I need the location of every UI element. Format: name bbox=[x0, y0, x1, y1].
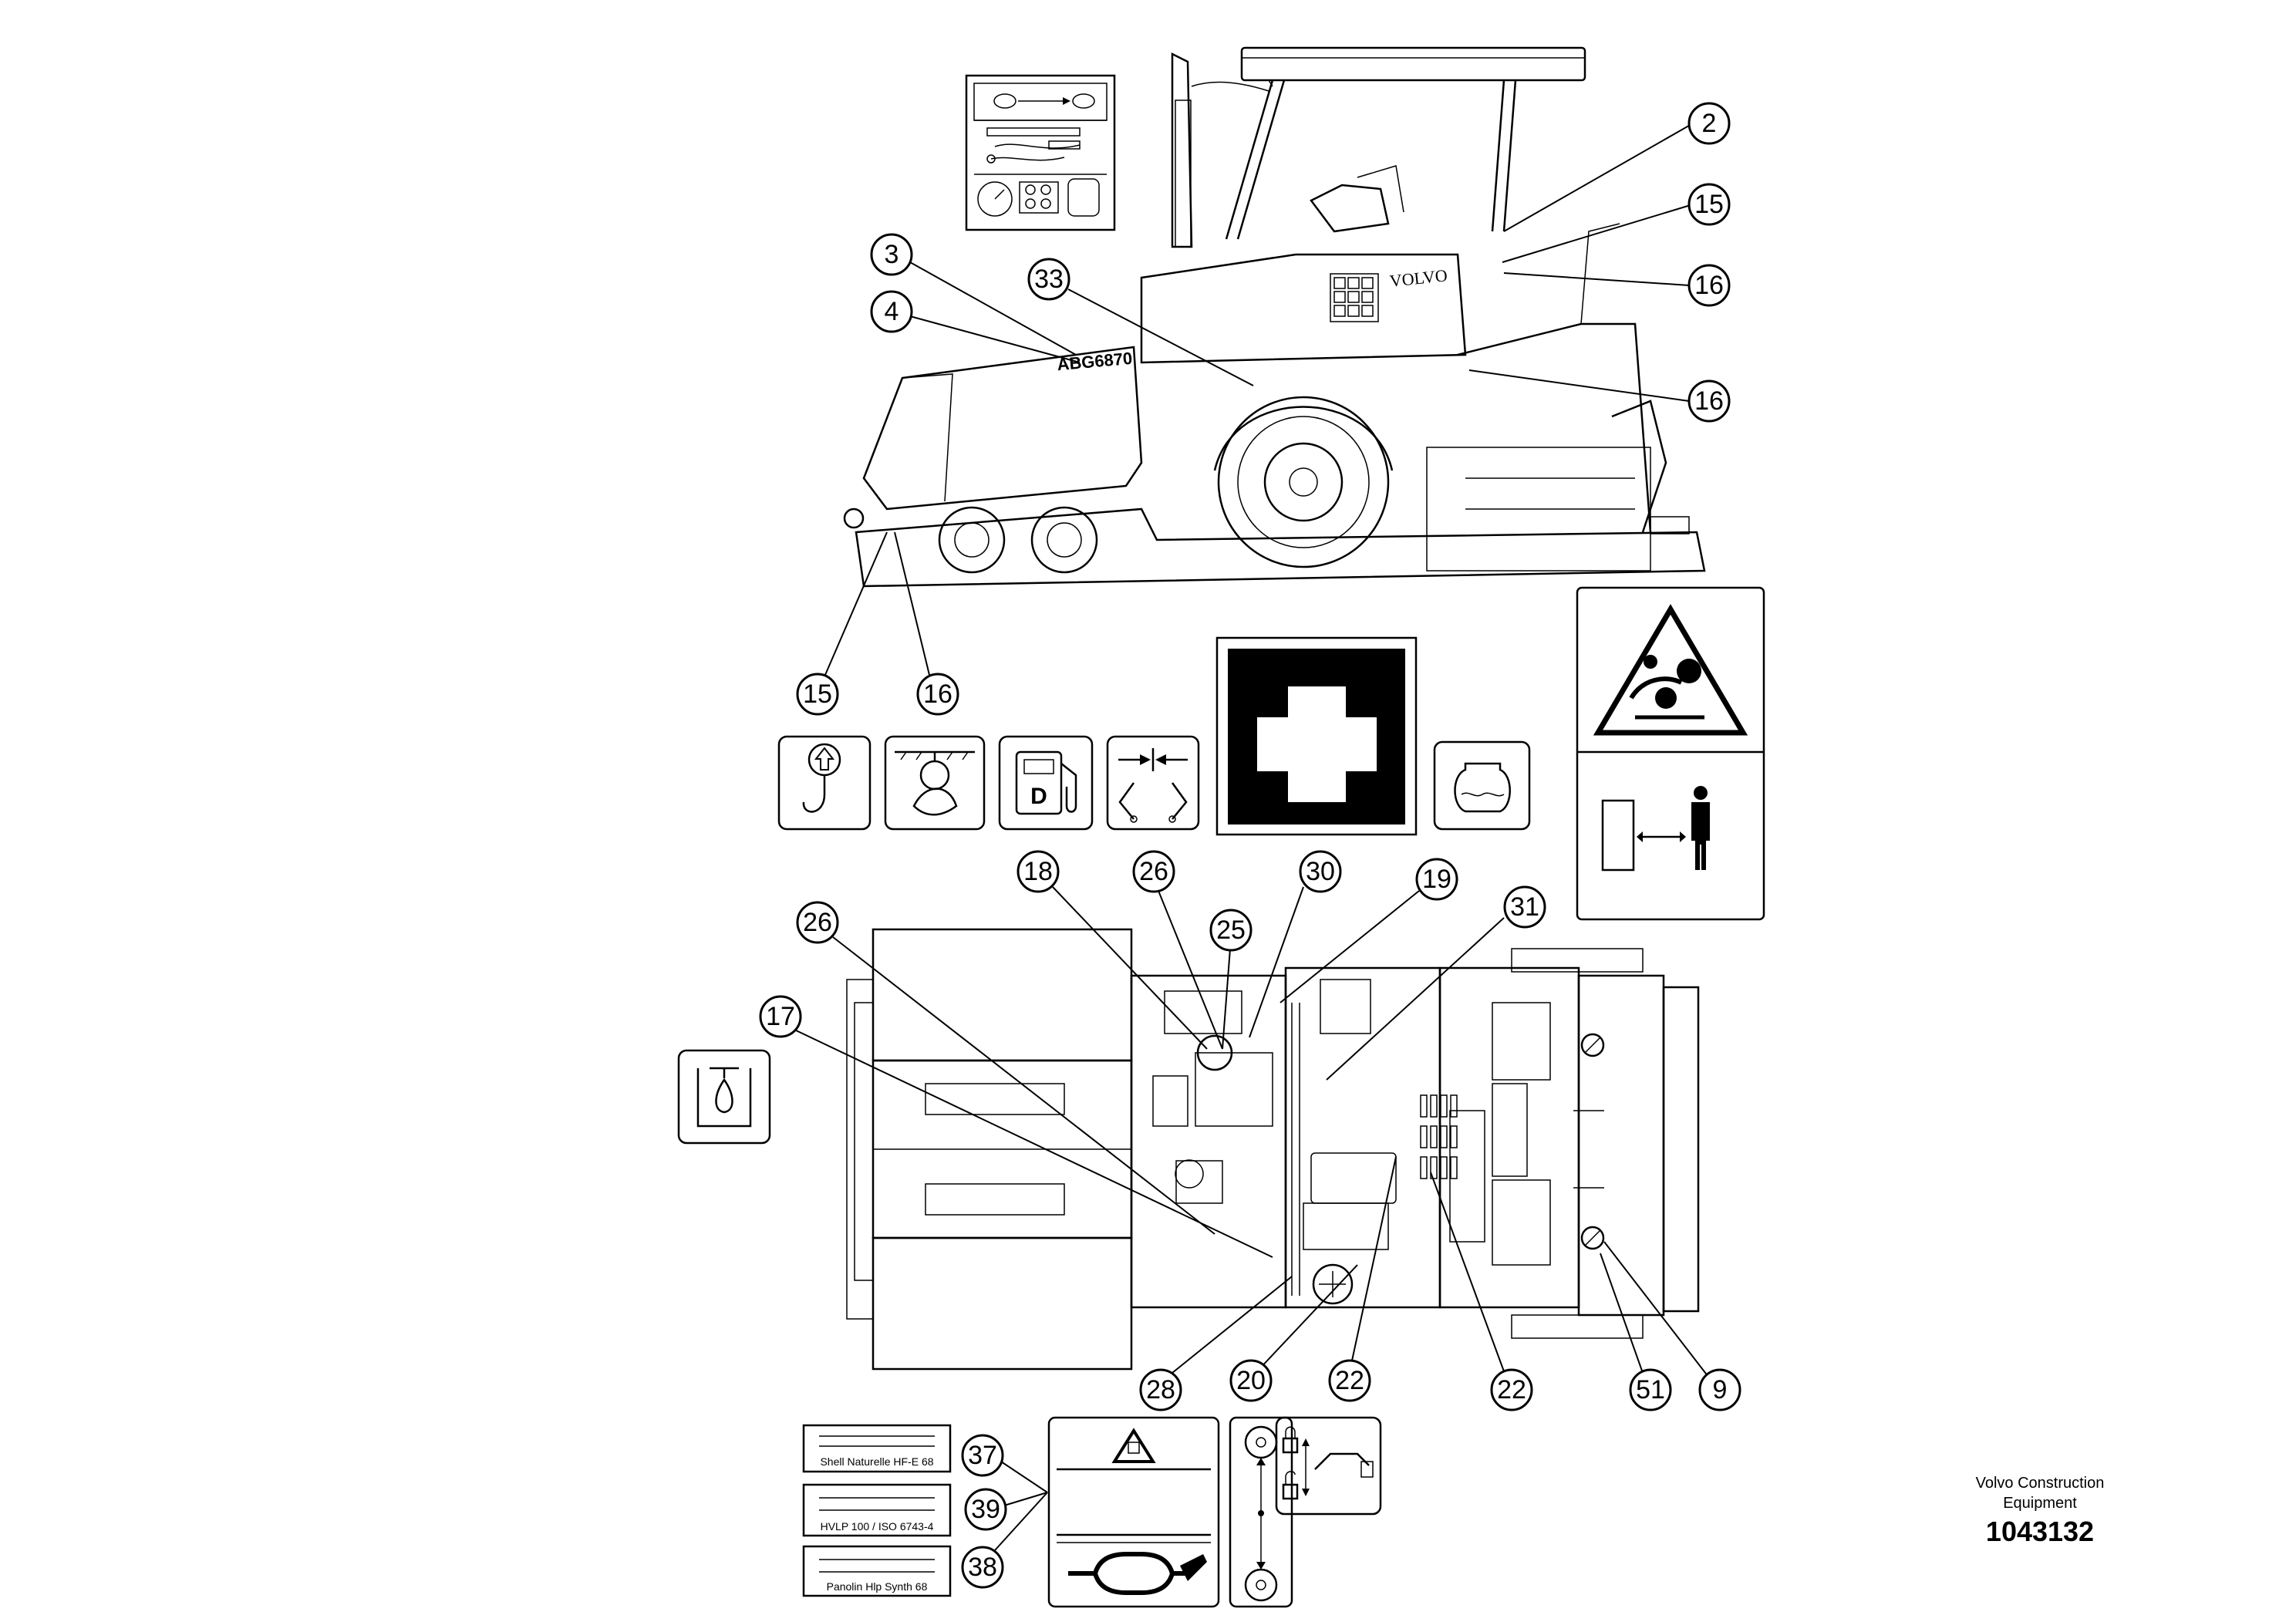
callout-22: 22 bbox=[1328, 1359, 1371, 1402]
callout-30: 30 bbox=[1299, 850, 1342, 893]
exhaust-warning-decal bbox=[1047, 1416, 1220, 1608]
callout-9: 9 bbox=[1698, 1368, 1741, 1411]
svg-text:37: 37 bbox=[968, 1441, 997, 1470]
svg-text:15: 15 bbox=[803, 679, 832, 709]
svg-text:28: 28 bbox=[1146, 1375, 1175, 1404]
company-line-1: Volvo Construction bbox=[1975, 1475, 2105, 1492]
fuel-type-letter: D bbox=[1030, 784, 1047, 809]
callout-22: 22 bbox=[1490, 1368, 1533, 1411]
padlock-closed-icon bbox=[1282, 1426, 1299, 1454]
adjustment-point-icon bbox=[1106, 735, 1200, 831]
model-label: ABG6870 bbox=[1057, 349, 1134, 374]
side-view-callouts: 2 15 16 16 3 4 33 15 16 bbox=[796, 102, 1731, 716]
hydraulic-hose-decal bbox=[965, 74, 1116, 231]
callout-16: 16 bbox=[1687, 379, 1731, 423]
paver-side-view: VOLVO ABG6870 bbox=[843, 46, 1706, 588]
svg-text:26: 26 bbox=[803, 908, 832, 937]
svg-text:31: 31 bbox=[1510, 892, 1539, 922]
svg-text:22: 22 bbox=[1335, 1366, 1364, 1395]
callout-20: 20 bbox=[1229, 1359, 1273, 1402]
callout-19: 19 bbox=[1415, 858, 1458, 901]
padlock-open-icon bbox=[1282, 1471, 1299, 1500]
svg-text:4: 4 bbox=[885, 297, 899, 326]
callout-28: 28 bbox=[1139, 1368, 1182, 1411]
bottom-callouts: 37 39 38 bbox=[961, 1434, 1048, 1589]
first-aid-kit-icon bbox=[1215, 636, 1418, 836]
callout-39: 39 bbox=[964, 1488, 1007, 1531]
svg-text:18: 18 bbox=[1023, 857, 1053, 886]
callout-25: 25 bbox=[1209, 909, 1253, 952]
crush-hazard-warning-decal bbox=[1576, 586, 1765, 921]
svg-text:15: 15 bbox=[1694, 190, 1724, 219]
company-name: Volvo Construction Equipment bbox=[1913, 1473, 2167, 1513]
callout-38: 38 bbox=[961, 1546, 1004, 1589]
oil-label-hvlp: HVLP 100 / ISO 6743-4 bbox=[802, 1483, 952, 1537]
callout-3: 3 bbox=[870, 233, 913, 276]
tie-down-point-icon bbox=[884, 735, 986, 831]
svg-text:3: 3 bbox=[885, 240, 899, 269]
svg-text:39: 39 bbox=[971, 1495, 1000, 1524]
paver-top-view bbox=[846, 928, 1700, 1371]
callout-16: 16 bbox=[916, 673, 959, 716]
callout-15: 15 bbox=[796, 673, 839, 716]
drawing-number: 1043132 bbox=[1985, 1516, 2095, 1547]
callout-17: 17 bbox=[759, 995, 802, 1038]
keep-distance-icon bbox=[1601, 786, 1710, 872]
diesel-fuel-icon: D bbox=[998, 735, 1094, 831]
svg-text:51: 51 bbox=[1636, 1375, 1665, 1404]
callout-16: 16 bbox=[1687, 264, 1731, 307]
engine-vents bbox=[1420, 1094, 1458, 1179]
callout-33: 33 bbox=[1027, 258, 1070, 301]
callout-31: 31 bbox=[1503, 885, 1546, 929]
svg-text:26: 26 bbox=[1139, 857, 1168, 886]
oil-label-shell: Shell Naturelle HF-E 68 bbox=[802, 1424, 952, 1473]
callout-37: 37 bbox=[961, 1434, 1004, 1477]
warning-triangle-icon bbox=[1593, 604, 1748, 736]
callout-2: 2 bbox=[1687, 102, 1731, 145]
svg-text:20: 20 bbox=[1236, 1366, 1266, 1395]
svg-text:38: 38 bbox=[968, 1553, 997, 1582]
callout-18: 18 bbox=[1017, 850, 1060, 893]
svg-text:22: 22 bbox=[1497, 1375, 1526, 1404]
callout-51: 51 bbox=[1629, 1368, 1672, 1411]
svg-text:33: 33 bbox=[1034, 265, 1064, 294]
callout-15: 15 bbox=[1687, 183, 1731, 226]
volvo-brand-text: VOLVO bbox=[1389, 265, 1448, 291]
svg-text:16: 16 bbox=[1694, 271, 1724, 300]
company-line-2: Equipment bbox=[2003, 1495, 2077, 1512]
oil-label-panolin: Panolin Hlp Synth 68 bbox=[802, 1545, 952, 1597]
callout-26: 26 bbox=[796, 901, 839, 944]
svg-text:19: 19 bbox=[1422, 865, 1451, 894]
top-view-callouts: 18 26 30 19 31 26 25 17 28 20 22 22 51 9 bbox=[759, 850, 1741, 1411]
callout-26: 26 bbox=[1132, 850, 1175, 893]
svg-text:2: 2 bbox=[1702, 109, 1717, 138]
svg-text:30: 30 bbox=[1306, 857, 1335, 886]
svg-text:17: 17 bbox=[766, 1002, 795, 1031]
lifting-point-icon bbox=[777, 735, 872, 831]
svg-text:Panolin Hlp Synth 68: Panolin Hlp Synth 68 bbox=[827, 1580, 928, 1593]
svg-text:9: 9 bbox=[1713, 1375, 1728, 1404]
callout-4: 4 bbox=[870, 290, 913, 333]
svg-text:16: 16 bbox=[1694, 386, 1724, 416]
control-panel-grid bbox=[1333, 277, 1374, 317]
svg-text:25: 25 bbox=[1216, 916, 1246, 945]
silencer-icon bbox=[1068, 1552, 1207, 1595]
hydraulic-oil-tank-icon bbox=[677, 1049, 771, 1145]
svg-text:Shell Naturelle HF-E 68: Shell Naturelle HF-E 68 bbox=[820, 1455, 933, 1468]
lock-lever-decal bbox=[1275, 1416, 1382, 1516]
engine-coolant-icon bbox=[1433, 740, 1531, 831]
svg-text:HVLP 100 / ISO 6743-4: HVLP 100 / ISO 6743-4 bbox=[821, 1520, 934, 1533]
svg-text:16: 16 bbox=[923, 679, 952, 709]
